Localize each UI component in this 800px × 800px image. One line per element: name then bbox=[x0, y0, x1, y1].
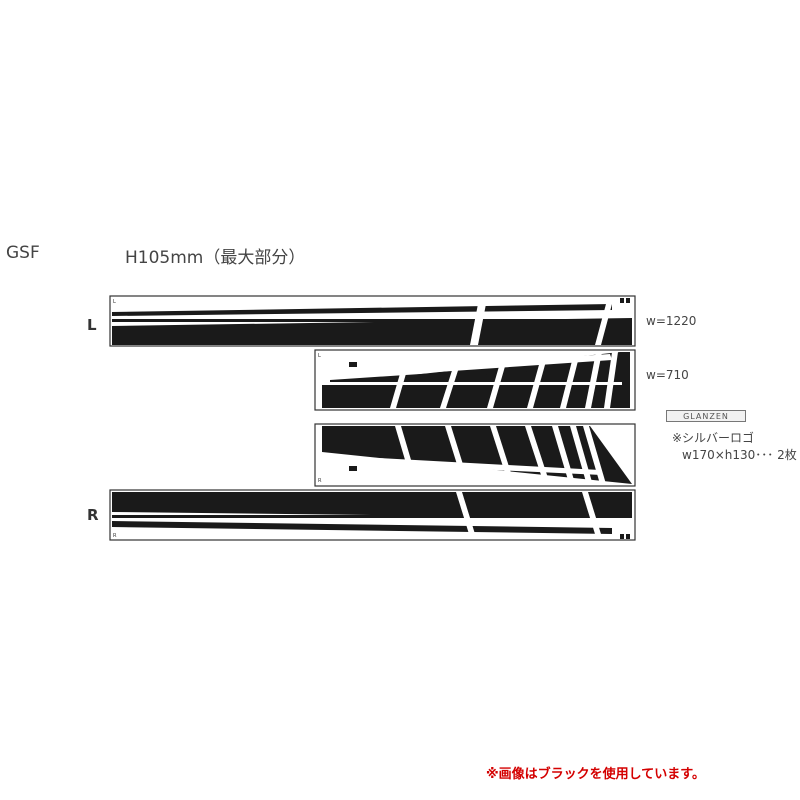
width-short-label: w=710 bbox=[646, 368, 689, 382]
glanzen-logo-badge: GLANZEN bbox=[666, 410, 746, 422]
decal-left-long: L bbox=[109, 295, 636, 347]
model-name: GSF bbox=[6, 243, 40, 263]
svg-text:R: R bbox=[113, 533, 117, 539]
svg-text:L: L bbox=[318, 353, 321, 359]
usage-note: ※画像はブラックを使用しています。 bbox=[486, 767, 705, 782]
svg-text:L: L bbox=[113, 299, 116, 305]
width-long-label: w=1220 bbox=[646, 314, 697, 328]
decal-left-short: L bbox=[314, 349, 636, 411]
side-label-left: L bbox=[87, 316, 97, 334]
height-spec: H105mm（最大部分） bbox=[125, 248, 306, 268]
logo-size: w170×h130･･･ 2枚 bbox=[682, 448, 797, 462]
logo-note: ※シルバーロゴ bbox=[672, 431, 755, 445]
svg-text:R: R bbox=[318, 478, 322, 484]
decal-right-short: R bbox=[314, 423, 636, 487]
logo-badge-text: GLANZEN bbox=[683, 411, 729, 421]
side-label-right: R bbox=[87, 506, 99, 524]
decal-right-long: R bbox=[109, 489, 636, 541]
